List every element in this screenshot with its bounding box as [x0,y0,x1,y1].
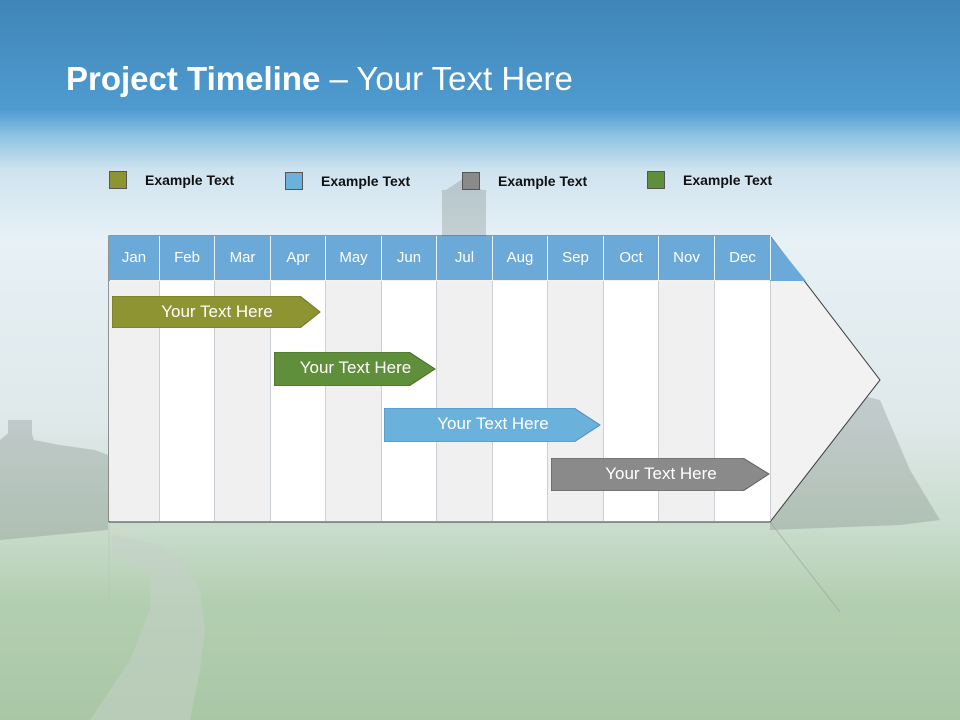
task-label-2: Your Text Here [299,358,412,377]
legend-label-3: Example Text [498,173,588,189]
month-column [437,281,493,521]
title-bold: Project Timeline [66,60,321,97]
page-title: Project Timeline – Your Text Here [66,60,573,98]
task-label-1: Your Text Here [161,302,273,321]
legend-item-1: Example Text [109,171,234,189]
month-sep: Sep [548,236,604,280]
month-column [382,281,437,521]
task-bar-2: Your Text Here [274,352,437,386]
task-bar-4: Your Text Here [551,458,771,491]
month-jun: Jun [382,236,437,280]
month-oct: Oct [604,236,659,280]
month-dec: Dec [715,236,771,280]
title-rest: – Your Text Here [320,60,573,97]
legend-item-2: Example Text [285,172,410,190]
task-bar-3: Your Text Here [384,408,602,442]
legend-label-4: Example Text [683,172,773,188]
month-feb: Feb [160,236,215,280]
task-label-3: Your Text Here [437,414,549,433]
month-mar: Mar [215,236,271,280]
month-aug: Aug [493,236,548,280]
month-jan: Jan [109,236,160,280]
legend-label-1: Example Text [145,172,235,188]
month-may: May [326,236,382,280]
legend-swatch-1 [109,171,127,189]
task-bar-1: Your Text Here [112,296,322,328]
legend-swatch-4 [647,171,665,189]
month-nov: Nov [659,236,715,280]
legend-swatch-3 [462,172,480,190]
month-apr: Apr [271,236,326,280]
legend-swatch-2 [285,172,303,190]
month-column [326,281,382,521]
month-jul: Jul [437,236,493,280]
month-column [493,281,548,521]
task-label-4: Your Text Here [605,464,717,483]
legend-item-3: Example Text [462,172,587,190]
legend-item-4: Example Text [647,171,772,189]
legend-label-2: Example Text [321,173,411,189]
